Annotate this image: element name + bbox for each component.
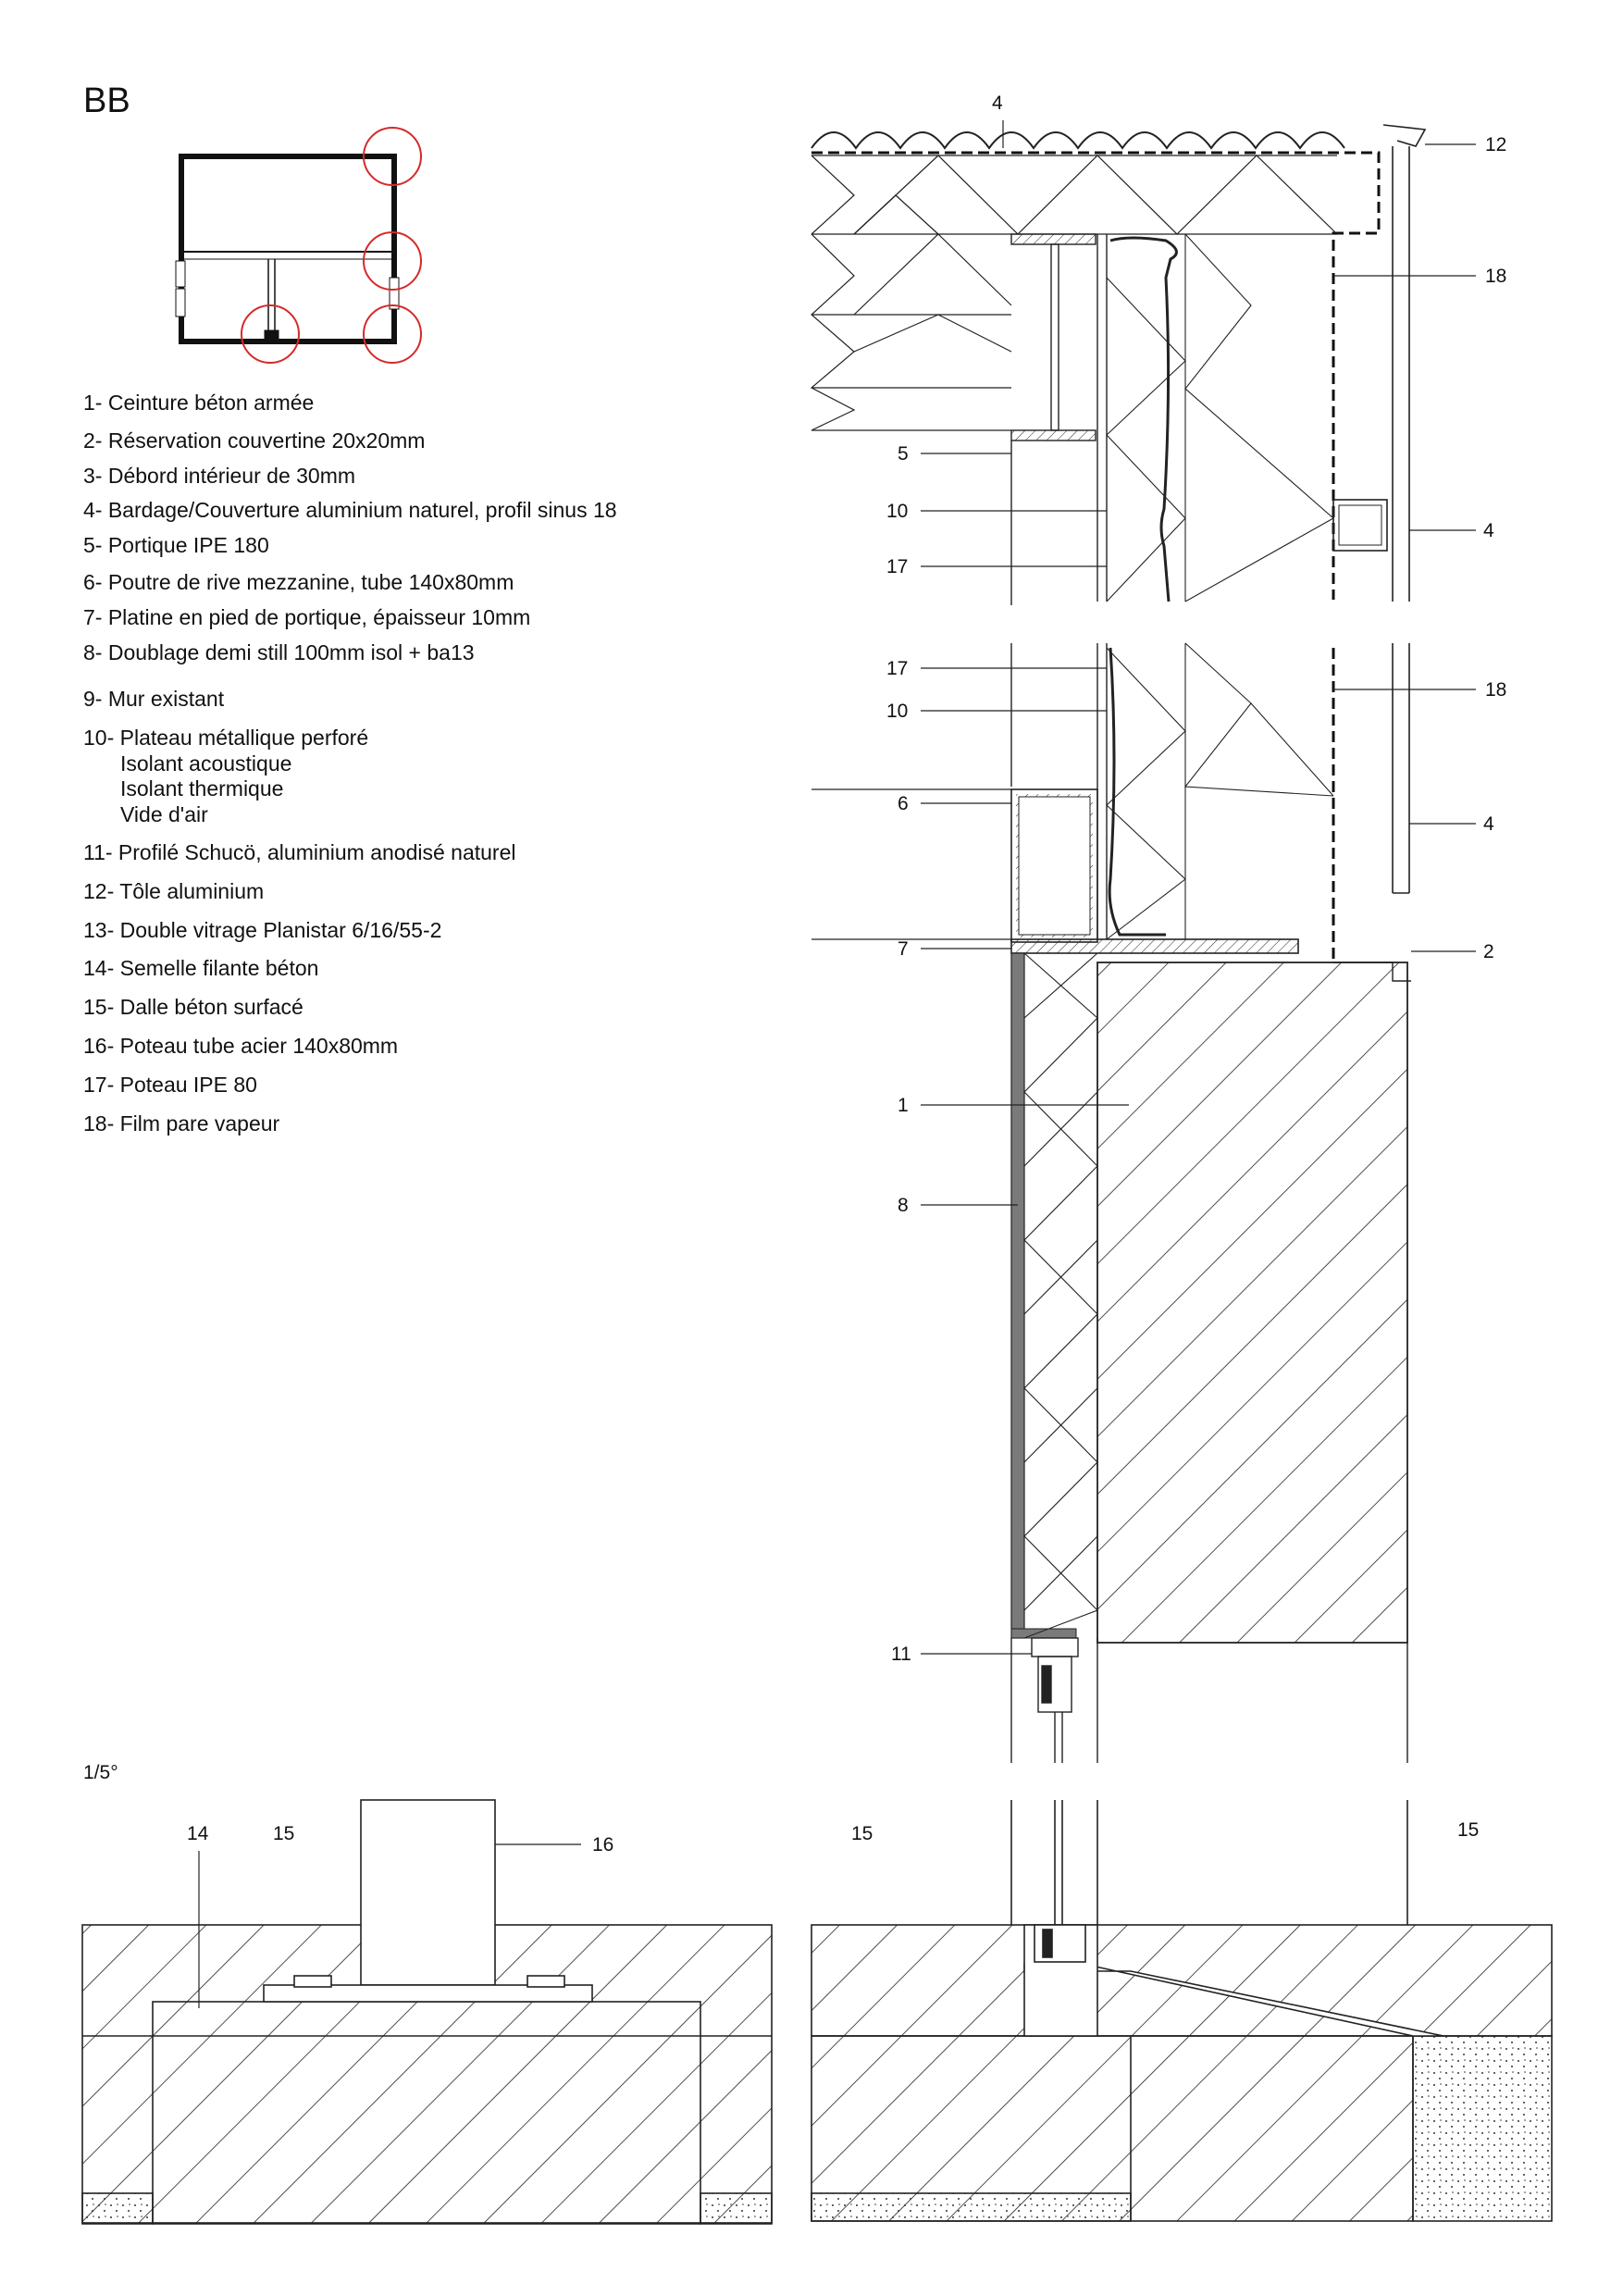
callout-4-wall: 4 — [1483, 520, 1494, 541]
legend-item-11: 11- Profilé Schucö, aluminium anodisé na… — [83, 840, 516, 864]
legend-item-10-sub-3: Vide d'air — [120, 802, 208, 826]
roof-insulation — [810, 155, 1338, 431]
section-title: BB — [83, 81, 130, 120]
callout-2: 2 — [1483, 941, 1494, 962]
callout-4-roof: 4 — [992, 93, 1003, 114]
legend-item-15: 15- Dalle béton surfacé — [83, 995, 304, 1019]
lining-insulation-triangles — [1023, 952, 1098, 1639]
callout-17-lower: 17 — [886, 658, 908, 679]
mezzanine-edge-beam-void — [1018, 796, 1091, 936]
callout-15-right: 15 — [1457, 1819, 1479, 1841]
callout-15-left: 15 — [273, 1823, 294, 1844]
leader-lines — [198, 120, 1476, 2008]
legend-item-10-sub-1: Isolant acoustique — [120, 751, 292, 776]
window-frame-profile — [1010, 1637, 1098, 1763]
callout-12: 12 — [1485, 134, 1506, 155]
callout-10-upper: 10 — [886, 501, 908, 522]
legend-item-3: 3- Débord intérieur de 30mm — [83, 464, 356, 488]
callout-numbers: 4 12 18 5 10 17 4 17 10 18 6 4 7 2 1 8 1… — [187, 93, 1506, 1855]
callout-6: 6 — [898, 793, 909, 814]
callout-1: 1 — [898, 1095, 909, 1116]
concrete-ring-beam — [1096, 962, 1408, 1644]
legend-item-9: 9- Mur existant — [83, 687, 225, 711]
legend-item-2: 2- Réservation couvertine 20x20mm — [83, 428, 426, 453]
ipe-portique — [1010, 233, 1096, 787]
callout-15-mid: 15 — [851, 1823, 873, 1844]
roof-cladding-sinus — [811, 131, 1345, 150]
legend-item-17: 17- Poteau IPE 80 — [83, 1073, 257, 1097]
legend-item-4: 4- Bardage/Couverture aluminium naturel,… — [83, 498, 617, 522]
legend-item-6: 6- Poutre de rive mezzanine, tube 140x80… — [83, 570, 514, 594]
lining-panel — [1010, 952, 1025, 1639]
legend-item-18: 18- Film pare vapeur — [83, 1111, 280, 1136]
callout-4-lower: 4 — [1483, 813, 1494, 835]
slab-detail — [811, 1800, 1553, 2222]
legend-item-12: 12- Tôle aluminium — [83, 879, 265, 903]
footing-detail — [81, 1799, 773, 2225]
legend-item-10: 10- Plateau métallique perforé — [83, 726, 369, 750]
legend-item-16: 16- Poteau tube acier 140x80mm — [83, 1034, 399, 1058]
legend-item-13: 13- Double vitrage Planistar 6/16/55-2 — [83, 918, 442, 942]
wall-insulation-triangles — [1106, 233, 1334, 940]
legend-item-1: 1- Ceinture béton armée — [83, 391, 315, 415]
callout-14: 14 — [187, 1823, 209, 1844]
callout-18-lower: 18 — [1485, 679, 1506, 701]
cladding-rail-tube — [1332, 499, 1388, 552]
legend-item-7: 7- Platine en pied de portique, épaisseu… — [83, 605, 531, 629]
legend-item-5: 5- Portique IPE 180 — [83, 533, 269, 557]
callout-8: 8 — [898, 1195, 909, 1216]
callout-11: 11 — [891, 1644, 911, 1665]
base-plate — [1010, 938, 1299, 954]
callout-7: 7 — [898, 938, 909, 960]
legend-item-10-sub-2: Isolant thermique — [120, 776, 284, 800]
cladding-rail-inner — [1338, 504, 1382, 546]
legend-item-14: 14- Semelle filante béton — [83, 956, 319, 980]
callout-10-lower: 10 — [886, 701, 908, 722]
callout-5: 5 — [898, 443, 909, 465]
legend-item-8: 8- Doublage demi still 100mm isol + ba13 — [83, 640, 475, 664]
callout-18-upper: 18 — [1485, 266, 1506, 287]
key-plan — [175, 154, 400, 344]
key-plan-detail-markers — [241, 127, 422, 364]
vapour-barrier-line — [812, 151, 1381, 962]
scale-label: 1/5° — [83, 1762, 118, 1783]
callout-16: 16 — [592, 1834, 613, 1855]
steel-column-ipe80 — [1096, 234, 1178, 939]
aluminium-sheet-edge — [1382, 124, 1427, 894]
callout-17-upper: 17 — [886, 556, 908, 577]
